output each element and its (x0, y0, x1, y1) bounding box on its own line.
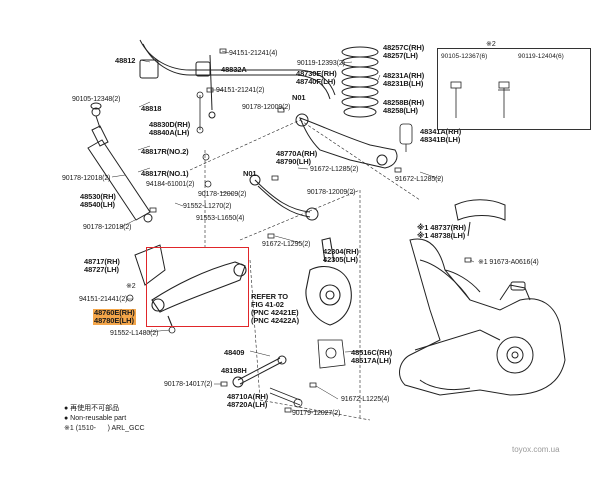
part-number-label[interactable]: ※1 91673-A0616(4) (478, 259, 539, 266)
part-number-label[interactable]: 48830D(RH) 48840A(LH) (149, 120, 191, 137)
part-number-label[interactable]: N01 (243, 169, 257, 178)
part-number-label[interactable]: 48231A(RH) 48231B(LH) (383, 71, 425, 88)
part-number-label[interactable]: 48730E(RH) 48740F(LH) (296, 69, 337, 86)
part-number-label[interactable]: 94151-21241(2) (216, 87, 265, 94)
legend-row-1: ● 再使用不可部品 (64, 405, 120, 412)
part-number-label[interactable]: 42304(RH) 42305(LH) (323, 247, 359, 264)
part-number-label[interactable]: 90178-12009(2) (307, 189, 356, 196)
legend-row-2: ● Non-reusable part (64, 415, 127, 422)
part-number-label[interactable]: 94151-21441(2) (79, 296, 128, 303)
part-number-label[interactable]: 48818 (141, 104, 162, 113)
leader-lines (111, 50, 475, 414)
part-number-label[interactable]: 91552-L1480(2) (110, 330, 159, 337)
bracket (134, 244, 166, 286)
part-number-label[interactable]: 48341A(RH) 48341B(LH) (420, 127, 462, 144)
part-number-label[interactable]: 48770A(RH) 48790(LH) (276, 149, 318, 166)
part-number-label[interactable]: 91552-L1270(2) (183, 203, 232, 210)
part-number-label[interactable]: 91672-L1295(2) (262, 241, 311, 248)
part-number-label[interactable]: 91672-L1285(2) (395, 176, 444, 183)
part-number-label[interactable]: N01 (292, 93, 306, 102)
bushing-bracket (317, 339, 346, 369)
part-number-label[interactable]: 90119-12393(2) (297, 60, 345, 67)
note-table-left: 90105-12367(6) (441, 53, 488, 60)
watermark: toyox.com.ua (512, 445, 560, 454)
legend-row-3: ※1 (1510- ) ARL_GCC (64, 425, 145, 432)
part-number-label[interactable]: 90179-12027(2) (292, 410, 341, 417)
bump-stopper (399, 123, 413, 152)
highlighted-part-number[interactable]: 48760E(RH) 48780E(LH) (93, 308, 136, 325)
lower-arm (151, 261, 247, 327)
coil-spring (341, 46, 379, 118)
part-number-label[interactable]: 90105-12348(2) (72, 96, 121, 103)
part-number-label[interactable]: 94184-61001(2) (146, 181, 195, 188)
rear-link (269, 387, 303, 408)
part-number-label[interactable]: 48198H (221, 366, 247, 375)
part-number-label[interactable]: 48409 (224, 348, 245, 357)
note-table: ※2 90105-12367(6) 90119-12404(6) (437, 41, 591, 130)
splash-guard (454, 199, 506, 237)
part-number-label[interactable]: 48516C(RH) 48517A(LH) (351, 348, 393, 365)
part-number-label[interactable]: 90178-12009(2) (198, 191, 247, 198)
part-number-label[interactable]: 90178-12018(2) (62, 175, 111, 182)
part-number-label[interactable]: 91553-L1650(4) (196, 215, 245, 222)
part-number-label[interactable]: 94151-21241(4) (229, 50, 278, 57)
part-number-label[interactable]: 48717(RH) 48727(LH) (84, 257, 120, 274)
part-number-label[interactable]: 91672-L1285(2) (310, 166, 359, 173)
note-table-right: 90119-12404(6) (518, 53, 564, 60)
part-number-label[interactable]: 48817R(NO.2) (141, 147, 189, 156)
part-number-label[interactable]: 90178-12018(2) (83, 224, 132, 231)
part-number-label[interactable]: REFER TO FIG 41-02 (PNC 42421E) (PNC 424… (251, 292, 299, 325)
fasteners (126, 48, 472, 413)
part-number-label[interactable]: ※1 48737(RH) ※1 48738(LH) (417, 223, 467, 240)
part-number-label[interactable]: ※2 (126, 283, 136, 290)
knuckle (305, 237, 352, 326)
selection-highlight-box (146, 247, 249, 327)
part-number-label[interactable]: 91672-L1225(4) (341, 396, 390, 403)
stabilizer-bar (139, 39, 336, 119)
part-number-label[interactable]: 48258B(RH) 48258(LH) (383, 98, 425, 115)
bolt-illustrations (450, 81, 510, 118)
part-number-label[interactable]: 90178-12009(2) (242, 104, 291, 111)
note-table-header: ※2 (486, 41, 496, 48)
legend: ● 再使用不可部品 ● Non-reusable part ※1 (1510- … (64, 404, 145, 434)
part-number-label[interactable]: 90178-14017(2) (164, 381, 213, 388)
stabilizer-link (196, 91, 204, 134)
subframe-assembly (399, 238, 566, 396)
lateral-rod (232, 355, 287, 388)
upper-arm (295, 113, 398, 169)
part-number-label[interactable]: 48710A(RH) 48720A(LH) (227, 392, 269, 409)
part-number-label[interactable]: 48832A (221, 65, 247, 74)
toe-link (249, 174, 319, 221)
part-number-label[interactable]: 48817R(NO.1) (141, 169, 189, 178)
part-number-label[interactable]: 48812 (115, 56, 136, 65)
part-number-label[interactable]: 48530(RH) 48540(LH) (80, 192, 116, 209)
part-number-label[interactable]: 48257C(RH) 48257(LH) (383, 43, 425, 60)
